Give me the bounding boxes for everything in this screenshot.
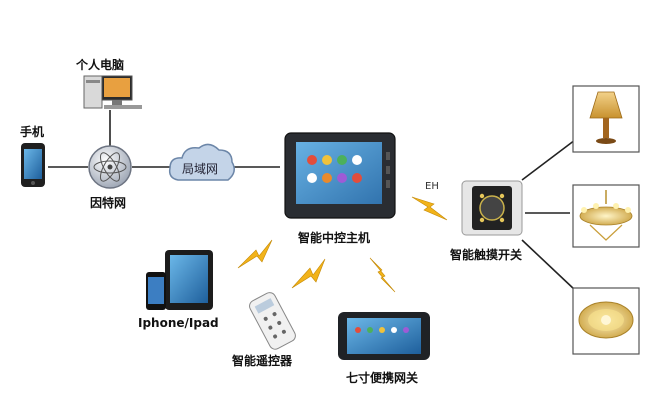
phone-icon — [21, 143, 45, 187]
chandelier-icon — [572, 184, 640, 248]
internet-label: 因特网 — [90, 196, 127, 210]
touch-switch-icon — [461, 180, 523, 236]
iphone-ipad-icon — [146, 250, 213, 310]
switch-label: 智能触摸开关 — [450, 248, 523, 262]
lightning-icon — [369, 257, 396, 293]
phone-label: 手机 — [20, 125, 45, 139]
table-lamp-icon — [572, 85, 640, 153]
eh-label: EH — [425, 181, 439, 192]
lan-cloud-icon — [168, 143, 235, 181]
line-switch-lamp1 — [521, 139, 576, 181]
remote-label: 智能遥控器 — [232, 354, 293, 368]
lightning-icon — [411, 196, 448, 221]
ipad-label: Iphone/Ipad — [138, 316, 219, 330]
lan-label: 局域网 — [182, 162, 219, 176]
internet-globe-icon — [88, 145, 132, 189]
pc-label: 个人电脑 — [76, 58, 125, 72]
remote-control-icon — [249, 292, 296, 350]
lightning-icon — [291, 258, 326, 289]
connection-lines — [48, 110, 576, 291]
wireless-signals — [237, 196, 448, 293]
pc-icon — [83, 75, 142, 109]
lightning-icon — [237, 239, 273, 269]
controller-label: 智能中控主机 — [298, 231, 371, 245]
tablet-gateway-icon — [338, 312, 430, 360]
tablet-label: 七寸便携网关 — [346, 371, 419, 385]
line-switch-lamp3 — [521, 239, 576, 291]
controller-panel-icon — [284, 132, 396, 219]
ceiling-lamp-icon — [572, 287, 640, 355]
